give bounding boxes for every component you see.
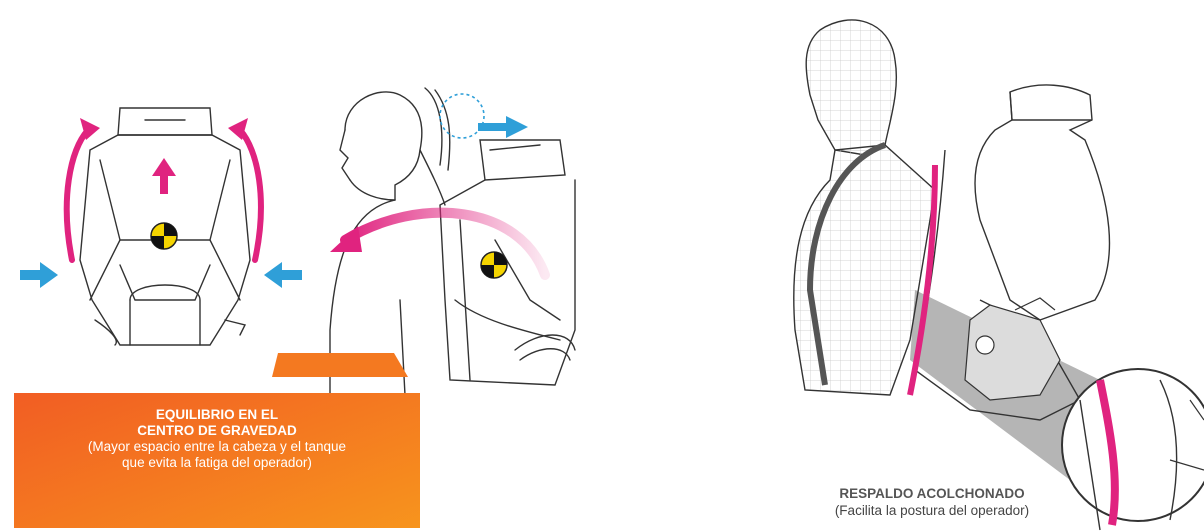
operator-sketch	[740, 0, 1204, 532]
caption-subtitle-line1: (Mayor espacio entre la cabeza y el tanq…	[14, 439, 420, 455]
caption-title-line1: EQUILIBRIO EN EL	[14, 407, 420, 423]
arrow-curved-icon	[345, 213, 545, 275]
operator-head	[806, 20, 896, 155]
arrow-right-icon	[20, 262, 58, 288]
magnifier-circle	[1062, 369, 1204, 530]
padded-backrest-caption: RESPALDO ACOLCHONADO (Facilita la postur…	[812, 485, 1052, 519]
arrow-left-icon	[264, 262, 302, 288]
arrow-up-icon	[152, 158, 176, 194]
center-of-gravity-icon	[151, 223, 177, 249]
arrow-head-curved	[330, 226, 362, 252]
padded-backrest-subtitle: (Facilita la postura del operador)	[812, 502, 1052, 519]
caption-subtitle-line2: que evita la fatiga del operador)	[14, 455, 420, 471]
caption-title-line2: CENTRO DE GRAVEDAD	[14, 423, 420, 439]
padded-backrest-title: RESPALDO ACOLCHONADO	[812, 485, 1052, 502]
center-of-gravity-icon	[481, 252, 507, 278]
arrow-right-icon	[478, 116, 528, 138]
center-of-gravity-caption: EQUILIBRIO EN EL CENTRO DE GRAVEDAD (May…	[14, 393, 420, 528]
padded-backrest-illustration	[740, 0, 1204, 532]
